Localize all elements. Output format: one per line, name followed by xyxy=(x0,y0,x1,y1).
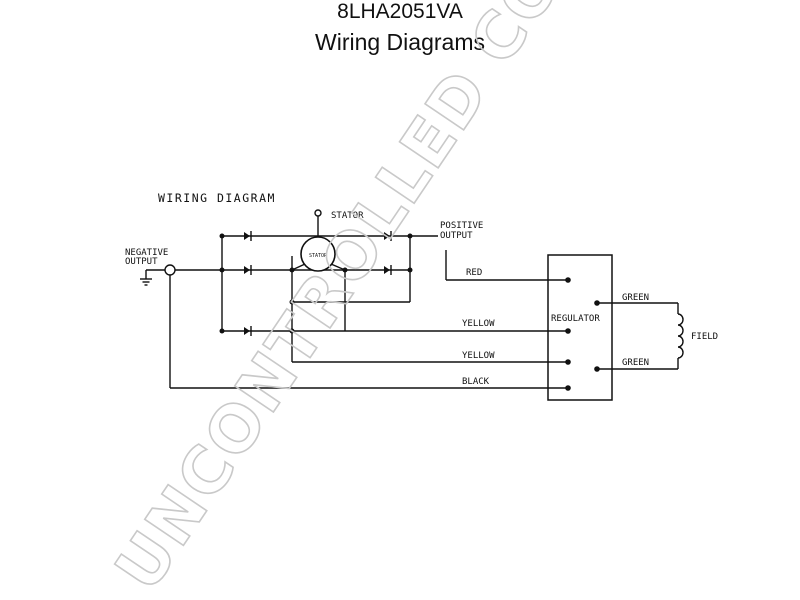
positive-output-label-2: OUTPUT xyxy=(440,231,473,241)
field-label: FIELD xyxy=(691,332,718,342)
diode-row-mid-right xyxy=(384,265,392,275)
regulator-label: REGULATOR xyxy=(551,314,600,324)
black-wire-label: BLACK xyxy=(462,377,490,387)
field-wires xyxy=(594,300,684,372)
stator-label: STATOR xyxy=(331,211,364,221)
green-wire-label-2: GREEN xyxy=(622,358,649,368)
field-coil-symbol xyxy=(677,313,684,359)
regulator-input-wires xyxy=(169,275,571,391)
red-wire-label: RED xyxy=(466,268,482,278)
negative-output-label-2: OUTPUT xyxy=(125,257,158,267)
stator-winding-symbol xyxy=(291,209,346,272)
yellow-wire-label-1: YELLOW xyxy=(462,319,495,329)
diode-row-top-left xyxy=(244,231,252,241)
regulator-box xyxy=(547,254,613,401)
model-number: 8LHA2051VA xyxy=(337,0,463,23)
positive-output-label: POSITIVE xyxy=(440,221,483,231)
green-wire-label-1: GREEN xyxy=(622,293,649,303)
page-title: Wiring Diagrams xyxy=(315,29,485,55)
negative-output-label: NEGATIVE xyxy=(125,248,168,258)
junction-dots xyxy=(219,233,413,334)
yellow-wire-label-2: YELLOW xyxy=(462,351,495,361)
diagram-heading: WIRING DIAGRAM xyxy=(158,191,276,205)
diode-row-top-right xyxy=(384,231,392,241)
diode-row-bottom-left xyxy=(244,326,252,336)
stator-winding-label: STATOR xyxy=(309,253,328,259)
diode-row-mid-left xyxy=(244,265,252,275)
